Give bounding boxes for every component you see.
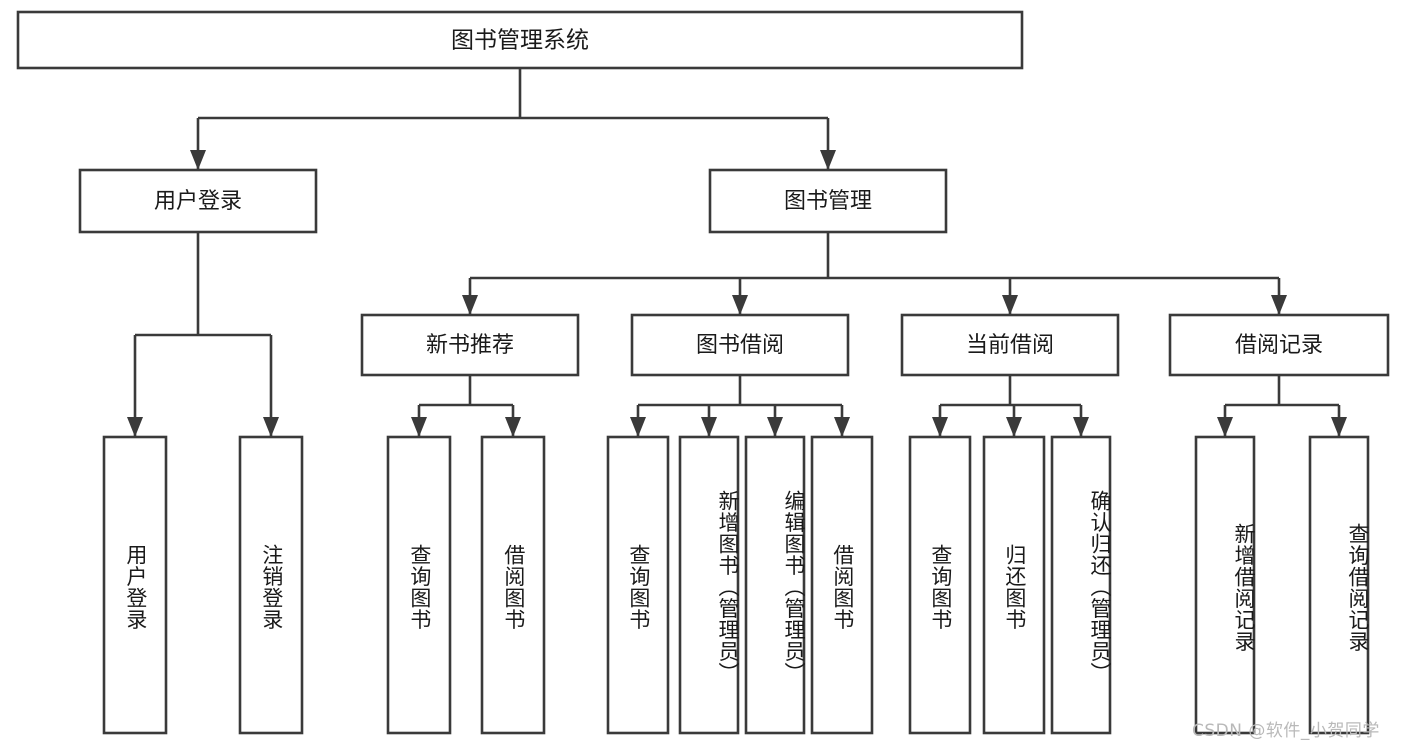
leaf-leaf-borrow-book-1[interactable] xyxy=(480,435,546,735)
arrow-head-icon xyxy=(834,417,850,437)
node-user-login[interactable] xyxy=(78,168,318,234)
arrow-head-icon xyxy=(263,417,279,437)
leaf-leaf-user-logout[interactable] xyxy=(238,435,304,735)
arrow-head-icon xyxy=(820,150,836,170)
arrow-head-icon xyxy=(190,150,206,170)
arrow-head-icon xyxy=(767,417,783,437)
node-book-management[interactable] xyxy=(708,168,948,234)
arrow-head-icon xyxy=(1331,417,1347,437)
node-book-management-label: 图书管理 xyxy=(784,189,872,214)
node-new-book-recommend-label: 新书推荐 xyxy=(426,333,514,358)
leaf-leaf-return-book[interactable] xyxy=(982,435,1046,735)
csdn-watermark: CSDN @软件_小贺同学 xyxy=(1192,721,1380,741)
node-user-login-label: 用户登录 xyxy=(154,189,242,214)
node-borrow-record-label: 借阅记录 xyxy=(1235,333,1323,358)
arrow-head-icon xyxy=(932,417,948,437)
node-current-borrow-label: 当前借阅 xyxy=(966,333,1054,358)
node-book-borrow-label: 图书借阅 xyxy=(696,333,784,358)
arrow-head-icon xyxy=(1217,417,1233,437)
node-borrow-record[interactable] xyxy=(1168,313,1390,377)
leaf-leaf-add-book[interactable] xyxy=(678,435,740,735)
node-box-layer xyxy=(16,10,1390,735)
arrow-head-icon xyxy=(1002,295,1018,315)
arrow-head-icon xyxy=(630,417,646,437)
node-book-borrow[interactable] xyxy=(630,313,850,377)
node-root-label: 图书管理系统 xyxy=(451,28,589,54)
leaf-leaf-query-book-2[interactable] xyxy=(606,435,670,735)
arrow-head-icon xyxy=(127,417,143,437)
leaf-leaf-edit-book[interactable] xyxy=(744,435,806,735)
arrow-head-icon xyxy=(732,295,748,315)
leaf-leaf-query-book-3[interactable] xyxy=(908,435,972,735)
leaf-leaf-user-login[interactable] xyxy=(102,435,168,735)
node-current-borrow[interactable] xyxy=(900,313,1120,377)
leaf-leaf-add-record[interactable] xyxy=(1194,435,1256,735)
node-root[interactable] xyxy=(16,10,1024,70)
arrow-head-icon xyxy=(701,417,717,437)
arrow-head-icon xyxy=(411,417,427,437)
arrow-head-icon xyxy=(505,417,521,437)
arrow-head-icon xyxy=(1073,417,1089,437)
arrow-head-icon xyxy=(462,295,478,315)
node-new-book-recommend[interactable] xyxy=(360,313,580,377)
leaf-leaf-query-record[interactable] xyxy=(1308,435,1370,735)
leaf-leaf-query-book-1[interactable] xyxy=(386,435,452,735)
leaf-leaf-borrow-book-2[interactable] xyxy=(810,435,874,735)
arrow-head-icon xyxy=(1271,295,1287,315)
leaf-leaf-confirm-return[interactable] xyxy=(1050,435,1112,735)
connector-layer xyxy=(127,68,1347,437)
arrow-head-icon xyxy=(1006,417,1022,437)
